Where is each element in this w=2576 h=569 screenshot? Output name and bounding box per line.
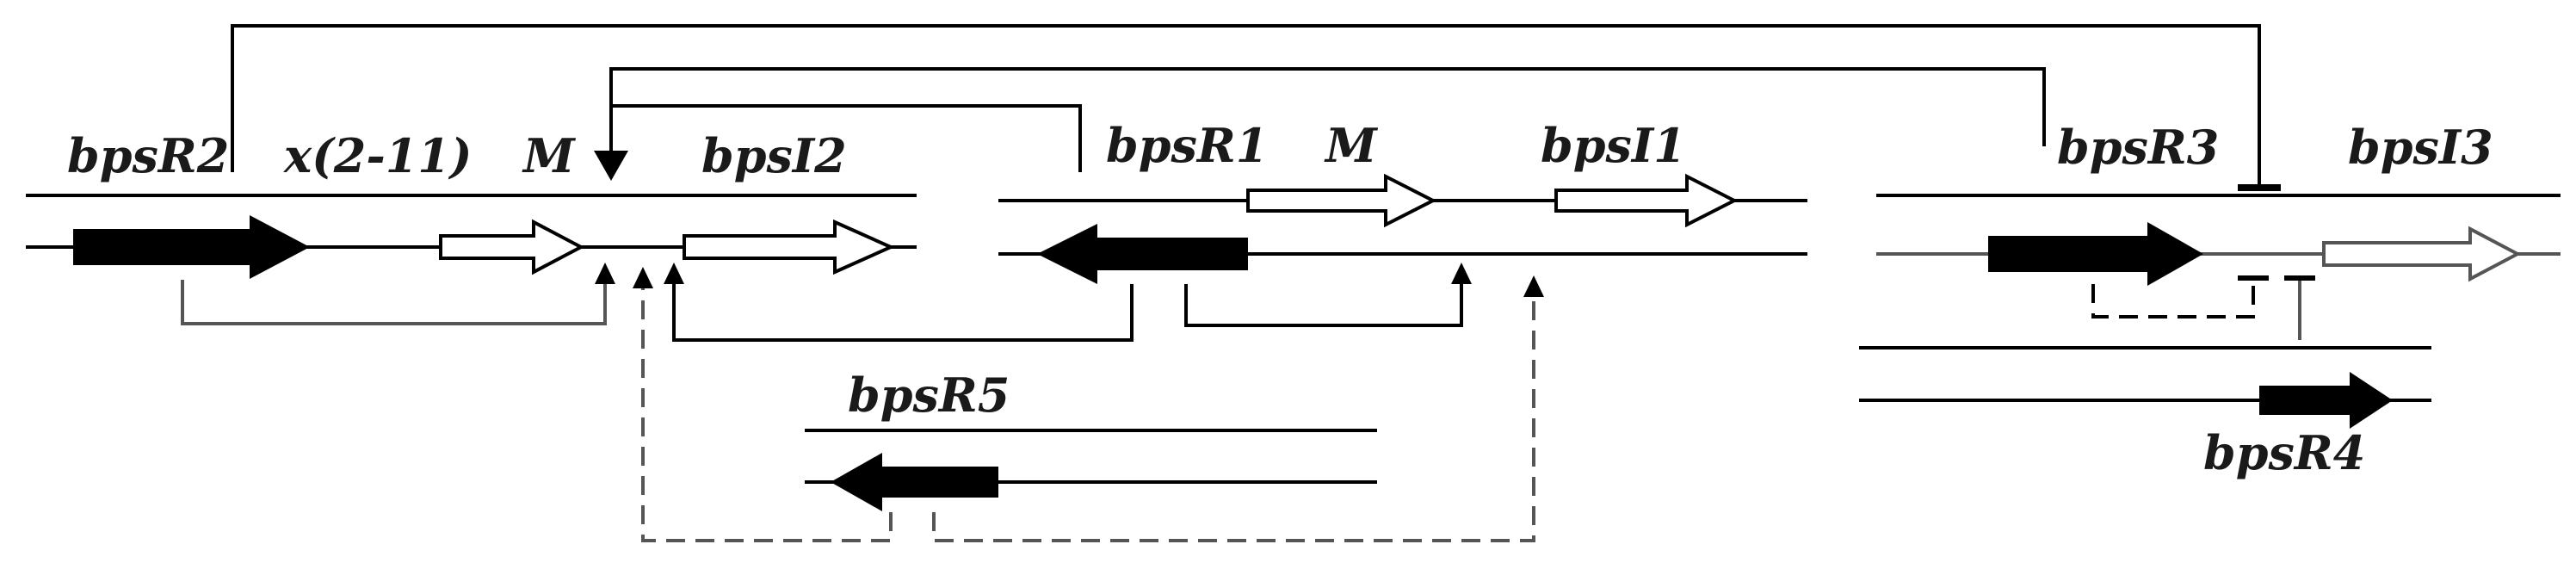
connection-bpsR1-to-x211 xyxy=(611,104,1082,172)
label-M-left: M xyxy=(522,128,577,183)
label-M-mid: M xyxy=(1324,118,1379,173)
gene-bpsI2-arrow xyxy=(683,219,895,275)
locus-bpsR2-bpsI2: bpsR2 x(2-11) M bpsI2 xyxy=(26,128,917,279)
gene-M-mid-arrow xyxy=(1246,173,1437,228)
label-bpsR1: bpsR1 xyxy=(1106,118,1268,173)
connection-bpsR3-to-bpsI3-promoter xyxy=(2091,280,2255,319)
arrowhead-bpsR5-bpsI1 xyxy=(1523,275,1544,297)
connection-bpsR1-to-bpsI2-promoter xyxy=(664,263,1134,342)
label-bpsR4: bpsR4 xyxy=(2203,425,2365,480)
label-bpsR3: bpsR3 xyxy=(2057,120,2219,175)
connection-bpsR2-to-bpsI2-promoter xyxy=(181,263,615,325)
locus-bpsR4: bpsR4 xyxy=(1859,346,2431,480)
gene-bpsR2-arrow xyxy=(73,215,310,279)
locus-bpsR1-bpsI1: bpsR1 M bpsI1 xyxy=(998,118,1807,284)
gene-bpsR1-arrow xyxy=(1037,224,1248,284)
gene-bpsR5-arrow xyxy=(831,453,998,511)
label-bpsI1: bpsI1 xyxy=(1541,118,1686,173)
connection-bpsR2-to-bpsI3 xyxy=(231,24,2281,191)
connection-bpsR5-to-bpsI2-promoter xyxy=(641,280,893,542)
gene-x211-arrow xyxy=(439,219,585,275)
gene-bpsI3-arrow xyxy=(2322,226,2522,282)
label-bpsI2: bpsI2 xyxy=(701,128,847,183)
connection-bpsR5-to-bpsI1-promoter xyxy=(932,284,1535,542)
locus-bpsR5: bpsR5 xyxy=(805,368,1377,511)
arrowhead-bpsR5-bpsI2 xyxy=(633,267,653,288)
gene-bpsR3-arrow xyxy=(1988,222,2203,286)
connection-bpsR1-to-bpsI1-promoter xyxy=(1184,263,1472,327)
gene-bpsI1-arrow xyxy=(1554,173,1739,228)
label-bpsR5: bpsR5 xyxy=(848,368,1010,423)
connection-bpsR3-to-bpsI2 xyxy=(594,67,2046,181)
label-bpsI3: bpsI3 xyxy=(2348,120,2493,175)
locus-bpsR3-bpsI3: bpsR3 bpsI3 xyxy=(1876,120,2561,286)
gene-bpsR4-arrow xyxy=(2259,372,2393,429)
label-bpsR2: bpsR2 xyxy=(67,128,229,183)
label-x211: x(2-11) xyxy=(283,128,472,183)
